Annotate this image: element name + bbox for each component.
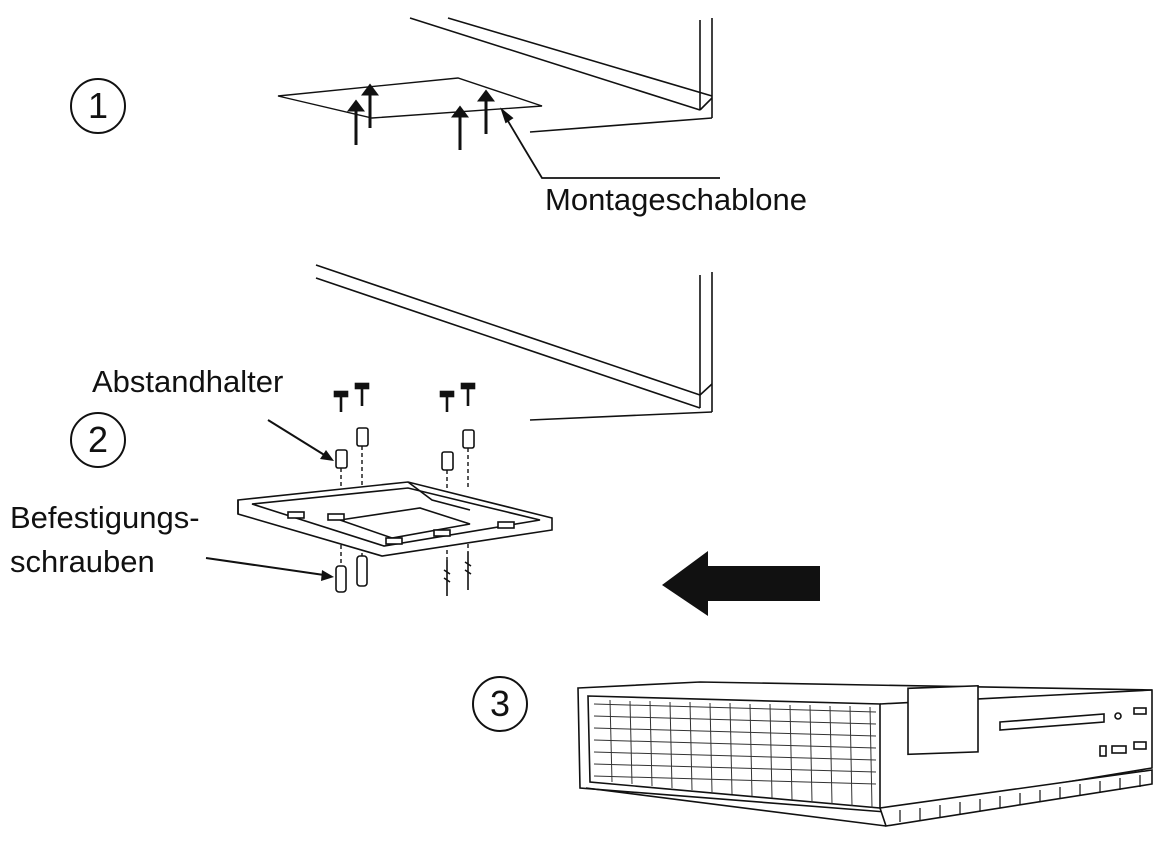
step3-front-panel: [907, 685, 1147, 757]
step1-mounting-template: [277, 77, 543, 119]
step1-screws: [347, 83, 495, 150]
step-number-2-text: 2: [87, 419, 109, 460]
step-number-1: 1: [70, 78, 126, 134]
step3-bottom-keys: [899, 775, 1141, 822]
step-number-2: 2: [70, 412, 126, 468]
step-number-3: 3: [472, 676, 528, 732]
step2-spacers: [335, 427, 475, 471]
step3-speaker-grille: [593, 699, 877, 809]
step2-bottom-screws: [335, 552, 472, 596]
spacer-callout-arrow: [267, 419, 334, 461]
screws-label-line2: schrauben: [10, 544, 155, 579]
spacer-label: Abstandhalter: [92, 364, 284, 399]
step-number-3-text: 3: [489, 683, 511, 724]
screws-label-line1: Befestigungs-: [10, 500, 200, 535]
step1-cabinet: [409, 17, 713, 133]
arrow-left-icon: [662, 551, 820, 616]
screws-callout-arrow: [205, 557, 334, 581]
step1-template-callout: [500, 107, 720, 179]
step2-top-screws: [333, 382, 476, 412]
step2-mounting-bracket: [237, 481, 553, 557]
template-label: Montageschablone: [545, 182, 807, 217]
step2-cabinet: [315, 264, 713, 421]
step-number-1-text: 1: [87, 85, 109, 126]
